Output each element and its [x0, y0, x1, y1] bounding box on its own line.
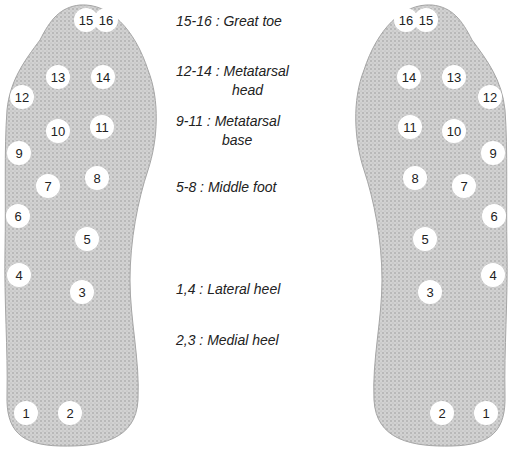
- sensor-circle: 1: [474, 401, 498, 425]
- region-label: 12-14 : Metatarsal head: [176, 62, 306, 100]
- sensor-number: 16: [399, 14, 413, 27]
- region-label: 2,3 : Medial heel: [176, 331, 346, 350]
- sensor-circle: 14: [397, 65, 421, 89]
- sensor-circle: 15: [414, 8, 438, 32]
- sensor-circle: 4: [481, 263, 505, 287]
- sensor-number: 15: [419, 14, 433, 27]
- sensor-number: 11: [95, 121, 109, 134]
- sensor-circle: 3: [70, 280, 94, 304]
- region-label: 1,4 : Lateral heel: [176, 280, 346, 299]
- sensor-number: 14: [96, 71, 110, 84]
- sensor-circle: 6: [6, 204, 30, 228]
- sensor-number: 15: [79, 14, 93, 27]
- sensor-number: 3: [78, 286, 85, 299]
- sensor-circle: 13: [46, 65, 70, 89]
- sensor-circle: 7: [452, 174, 476, 198]
- sensor-circle: 10: [46, 119, 70, 143]
- sensor-circle: 1: [14, 401, 38, 425]
- sensor-circle: 8: [85, 166, 109, 190]
- sensor-circle: 9: [7, 141, 31, 165]
- sensor-number: 9: [489, 147, 496, 160]
- sensor-circle: 2: [430, 401, 454, 425]
- sensor-circle: 9: [481, 141, 505, 165]
- sensor-circle: 8: [403, 166, 427, 190]
- sensor-number: 4: [15, 269, 22, 282]
- sensor-number: 1: [482, 407, 489, 420]
- sensor-number: 7: [44, 180, 51, 193]
- sensor-number: 13: [447, 71, 461, 84]
- sensor-number: 10: [447, 125, 461, 138]
- sensor-circle: 12: [10, 85, 34, 109]
- region-label: 9-11 : Metatarsal base: [176, 112, 306, 150]
- sensor-circle: 11: [398, 115, 422, 139]
- sensor-circle: 12: [478, 85, 502, 109]
- sensor-number: 6: [14, 210, 21, 223]
- sensor-number: 13: [51, 71, 65, 84]
- sensor-number: 14: [402, 71, 416, 84]
- sensor-number: 5: [421, 233, 428, 246]
- sensor-number: 2: [438, 407, 445, 420]
- sensor-number: 12: [483, 91, 497, 104]
- sensor-number: 16: [99, 14, 113, 27]
- sensor-number: 6: [490, 210, 497, 223]
- sensor-circle: 4: [7, 263, 31, 287]
- sensor-circle: 7: [36, 174, 60, 198]
- left-insole: [5, 5, 156, 446]
- sensor-number: 11: [403, 121, 417, 134]
- sensor-number: 8: [93, 172, 100, 185]
- sensor-circle: 5: [413, 227, 437, 251]
- sensor-number: 4: [489, 269, 496, 282]
- sensor-number: 2: [66, 407, 73, 420]
- right-insole: [356, 5, 507, 446]
- sensor-circle: 5: [75, 227, 99, 251]
- sensor-number: 3: [426, 286, 433, 299]
- region-label: 5-8 : Middle foot: [176, 178, 346, 197]
- sensor-circle: 16: [94, 8, 118, 32]
- sensor-circle: 10: [442, 119, 466, 143]
- sensor-circle: 3: [418, 280, 442, 304]
- sensor-circle: 2: [58, 401, 82, 425]
- sensor-number: 9: [15, 147, 22, 160]
- sensor-circle: 6: [482, 204, 506, 228]
- sensor-circle: 11: [90, 115, 114, 139]
- sensor-number: 10: [51, 125, 65, 138]
- sensor-number: 7: [460, 180, 467, 193]
- region-label: 15-16 : Great toe: [176, 12, 346, 31]
- sensor-circle: 13: [442, 65, 466, 89]
- sensor-number: 5: [83, 233, 90, 246]
- sensor-number: 8: [411, 172, 418, 185]
- sensor-number: 1: [22, 407, 29, 420]
- sensor-circle: 14: [91, 65, 115, 89]
- sensor-number: 12: [15, 91, 29, 104]
